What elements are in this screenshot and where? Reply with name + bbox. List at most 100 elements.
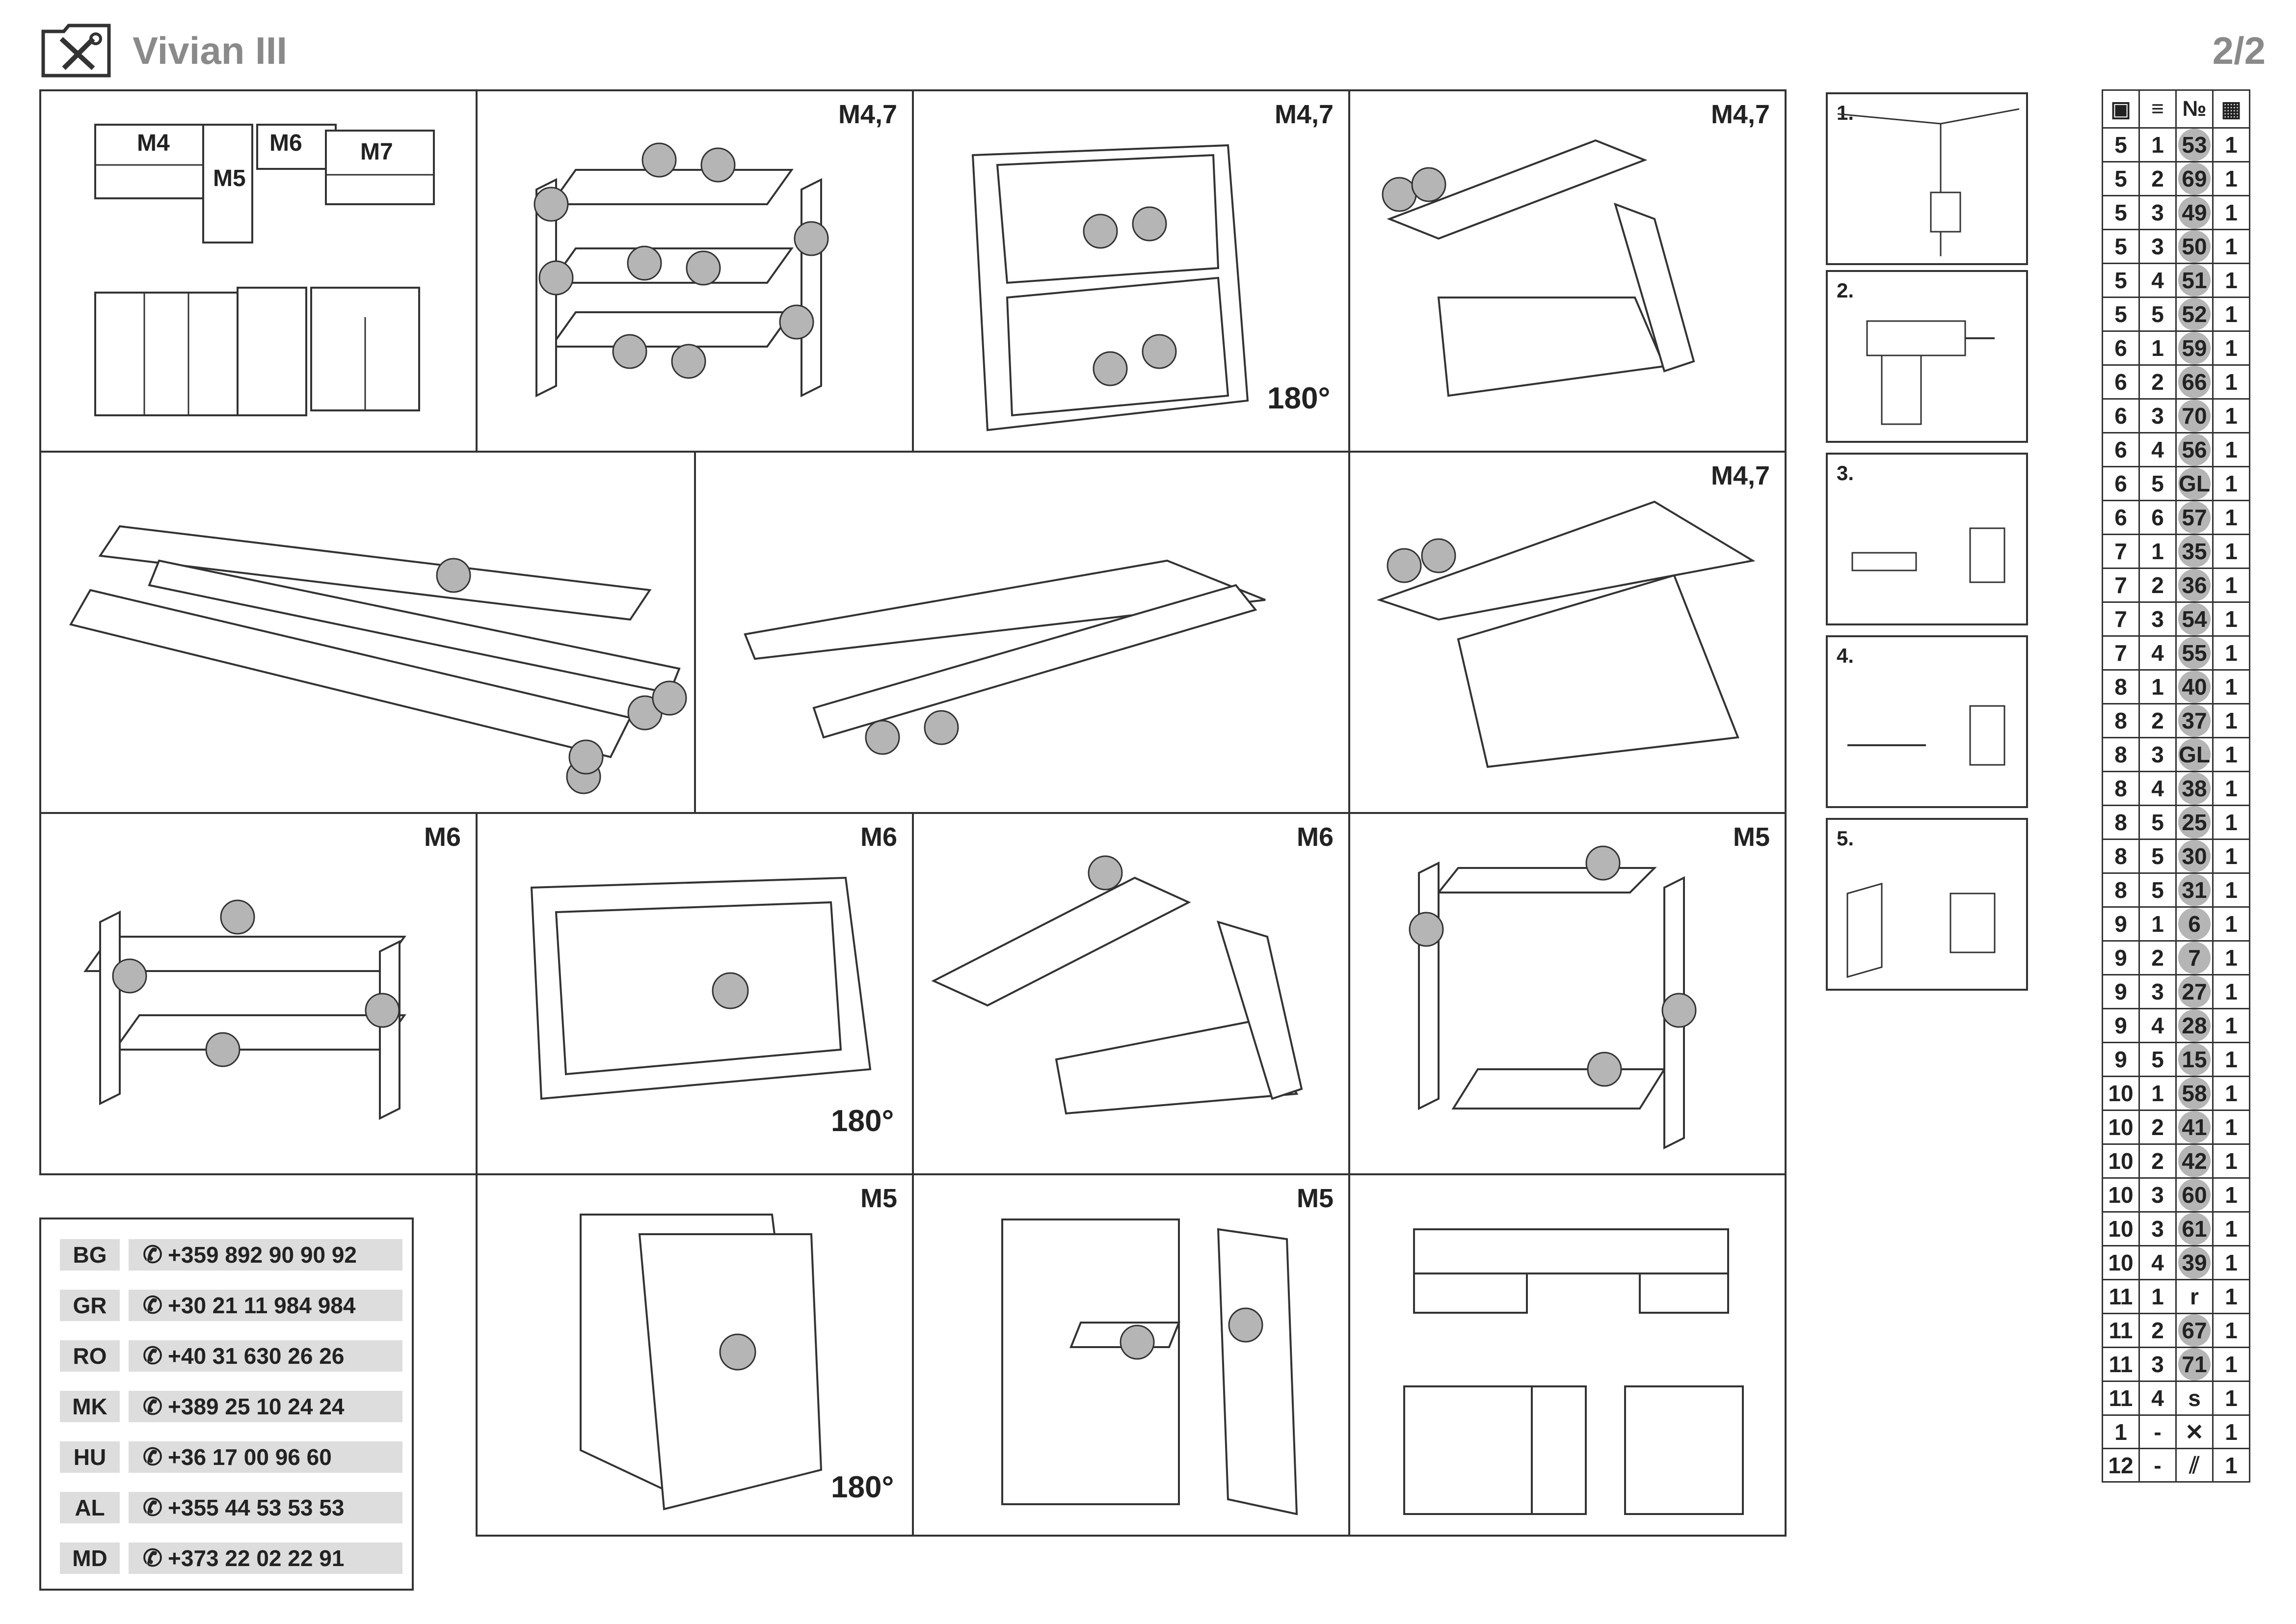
parts-table-header: ▣ ≡ № ▦ — [2102, 89, 2250, 129]
package-cell: 11 — [2102, 1380, 2140, 1416]
phone-field: ✆+389 25 10 24 24 — [129, 1391, 402, 1422]
phone-field: ✆+373 22 02 22 91 — [129, 1543, 402, 1574]
part-number: 55 — [2178, 637, 2211, 669]
part-cell: 36 — [2175, 568, 2214, 603]
position-cell: 3 — [2138, 974, 2177, 1009]
package-cell: 10 — [2102, 1177, 2140, 1213]
package-cell: 6 — [2102, 364, 2140, 400]
position-cell: 5 — [2138, 1042, 2177, 1077]
step-number: 1. — [1837, 101, 1854, 124]
package-cell: 8 — [2102, 805, 2140, 840]
step-number: 4. — [1837, 644, 1854, 667]
part-number: GL — [2178, 467, 2211, 500]
rotate-label: 180° — [1267, 381, 1331, 415]
m6-wall-cabinet-drawing — [931, 855, 1303, 1115]
position-cell: 2 — [2138, 1313, 2177, 1348]
part-cell: 40 — [2175, 669, 2214, 704]
quantity-cell: 1 — [2212, 1008, 2250, 1043]
package-cell: 5 — [2102, 297, 2140, 332]
step-panel-top — [39, 451, 696, 814]
part-cell: s — [2175, 1380, 2214, 1416]
part-cell: 28 — [2175, 1008, 2214, 1043]
step-panel-m6-shelves: M6 — [39, 812, 478, 1175]
position-cell: 5 — [2138, 872, 2177, 908]
position-cell: 4 — [2138, 263, 2177, 298]
part-number: 61 — [2178, 1213, 2211, 1245]
part-cell: 54 — [2175, 601, 2214, 637]
quantity-cell: 1 — [2212, 635, 2250, 671]
door-panel-drawing — [744, 559, 1266, 755]
quantity-cell: 1 — [2212, 534, 2250, 569]
quantity-cell: 1 — [2212, 1347, 2250, 1382]
part-cell: 70 — [2175, 398, 2214, 433]
quantity-cell: 1 — [2212, 263, 2250, 298]
package-cell: 6 — [2102, 398, 2140, 433]
part-cell: ✕ — [2175, 1414, 2214, 1449]
part-cell: 50 — [2175, 229, 2214, 264]
top-panel-drawing — [69, 525, 687, 794]
part-number: 15 — [2178, 1043, 2211, 1076]
phone-field: ✆+40 31 630 26 26 — [129, 1340, 402, 1372]
m5-back-drawing — [580, 1214, 823, 1511]
package-cell: 6 — [2102, 330, 2140, 366]
quantity-cell: 1 — [2212, 127, 2250, 162]
part-cell: 49 — [2175, 195, 2214, 230]
package-cell: 11 — [2102, 1279, 2140, 1314]
part-number: 67 — [2178, 1314, 2211, 1347]
phone-number: +40 31 630 26 26 — [168, 1343, 345, 1369]
step-panel-back: M4,7 180° — [912, 89, 1350, 453]
position-cell: 3 — [2138, 601, 2177, 637]
quantity-cell: 1 — [2212, 1313, 2250, 1348]
package-cell: 5 — [2102, 195, 2140, 230]
position-cell: 6 — [2138, 500, 2177, 535]
panel-label: M4,7 — [1274, 100, 1334, 129]
shelves-assembly-drawing — [534, 142, 829, 398]
position-cell: 3 — [2138, 737, 2177, 772]
panel-label: M4,7 — [838, 100, 897, 129]
package-cell: 8 — [2102, 737, 2140, 772]
phone-number: +389 25 10 24 24 — [168, 1394, 345, 1419]
rotate-label: 180° — [831, 1470, 894, 1504]
layers-icon: ≡ — [2138, 89, 2177, 129]
grid-icon: ▦ — [2212, 89, 2250, 129]
mount-step-4: 4. — [1826, 635, 2028, 808]
step-number: 5. — [1837, 827, 1854, 850]
step-panel-shelves: M4,7 — [476, 89, 914, 453]
package-cell: 7 — [2102, 534, 2140, 569]
package-cell: 8 — [2102, 872, 2140, 908]
position-cell: 3 — [2138, 195, 2177, 230]
part-number: 39 — [2178, 1246, 2211, 1279]
part-number: 36 — [2178, 569, 2211, 601]
screw-drawing — [1847, 705, 2005, 766]
part-cell: 7 — [2175, 940, 2214, 975]
country-code: GR — [60, 1290, 120, 1321]
package-cell: 10 — [2102, 1245, 2140, 1280]
phone-number: +355 44 53 53 53 — [168, 1495, 345, 1520]
part-number: 71 — [2178, 1348, 2211, 1380]
part-cell: 66 — [2175, 364, 2214, 400]
step-number: 3. — [1837, 461, 1854, 485]
page-title: Vivian III — [133, 29, 288, 72]
bars-icon: ⫽ — [2189, 1452, 2200, 1478]
contacts-panel: BG✆+359 892 90 90 92 GR✆+30 21 11 984 98… — [39, 1218, 414, 1591]
position-cell: 1 — [2138, 127, 2177, 162]
m6-back-drawing — [530, 876, 872, 1100]
part-number: 38 — [2178, 772, 2211, 805]
drill-icon — [1866, 320, 1995, 425]
package-cell: 10 — [2102, 1211, 2140, 1246]
position-cell: 1 — [2138, 330, 2177, 366]
overview-label-m4: M4 — [137, 130, 170, 156]
part-number: 49 — [2178, 196, 2211, 229]
part-cell: 60 — [2175, 1177, 2214, 1213]
package-cell: 10 — [2102, 1110, 2140, 1145]
part-number: 27 — [2178, 975, 2211, 1008]
part-number: 60 — [2178, 1179, 2211, 1211]
